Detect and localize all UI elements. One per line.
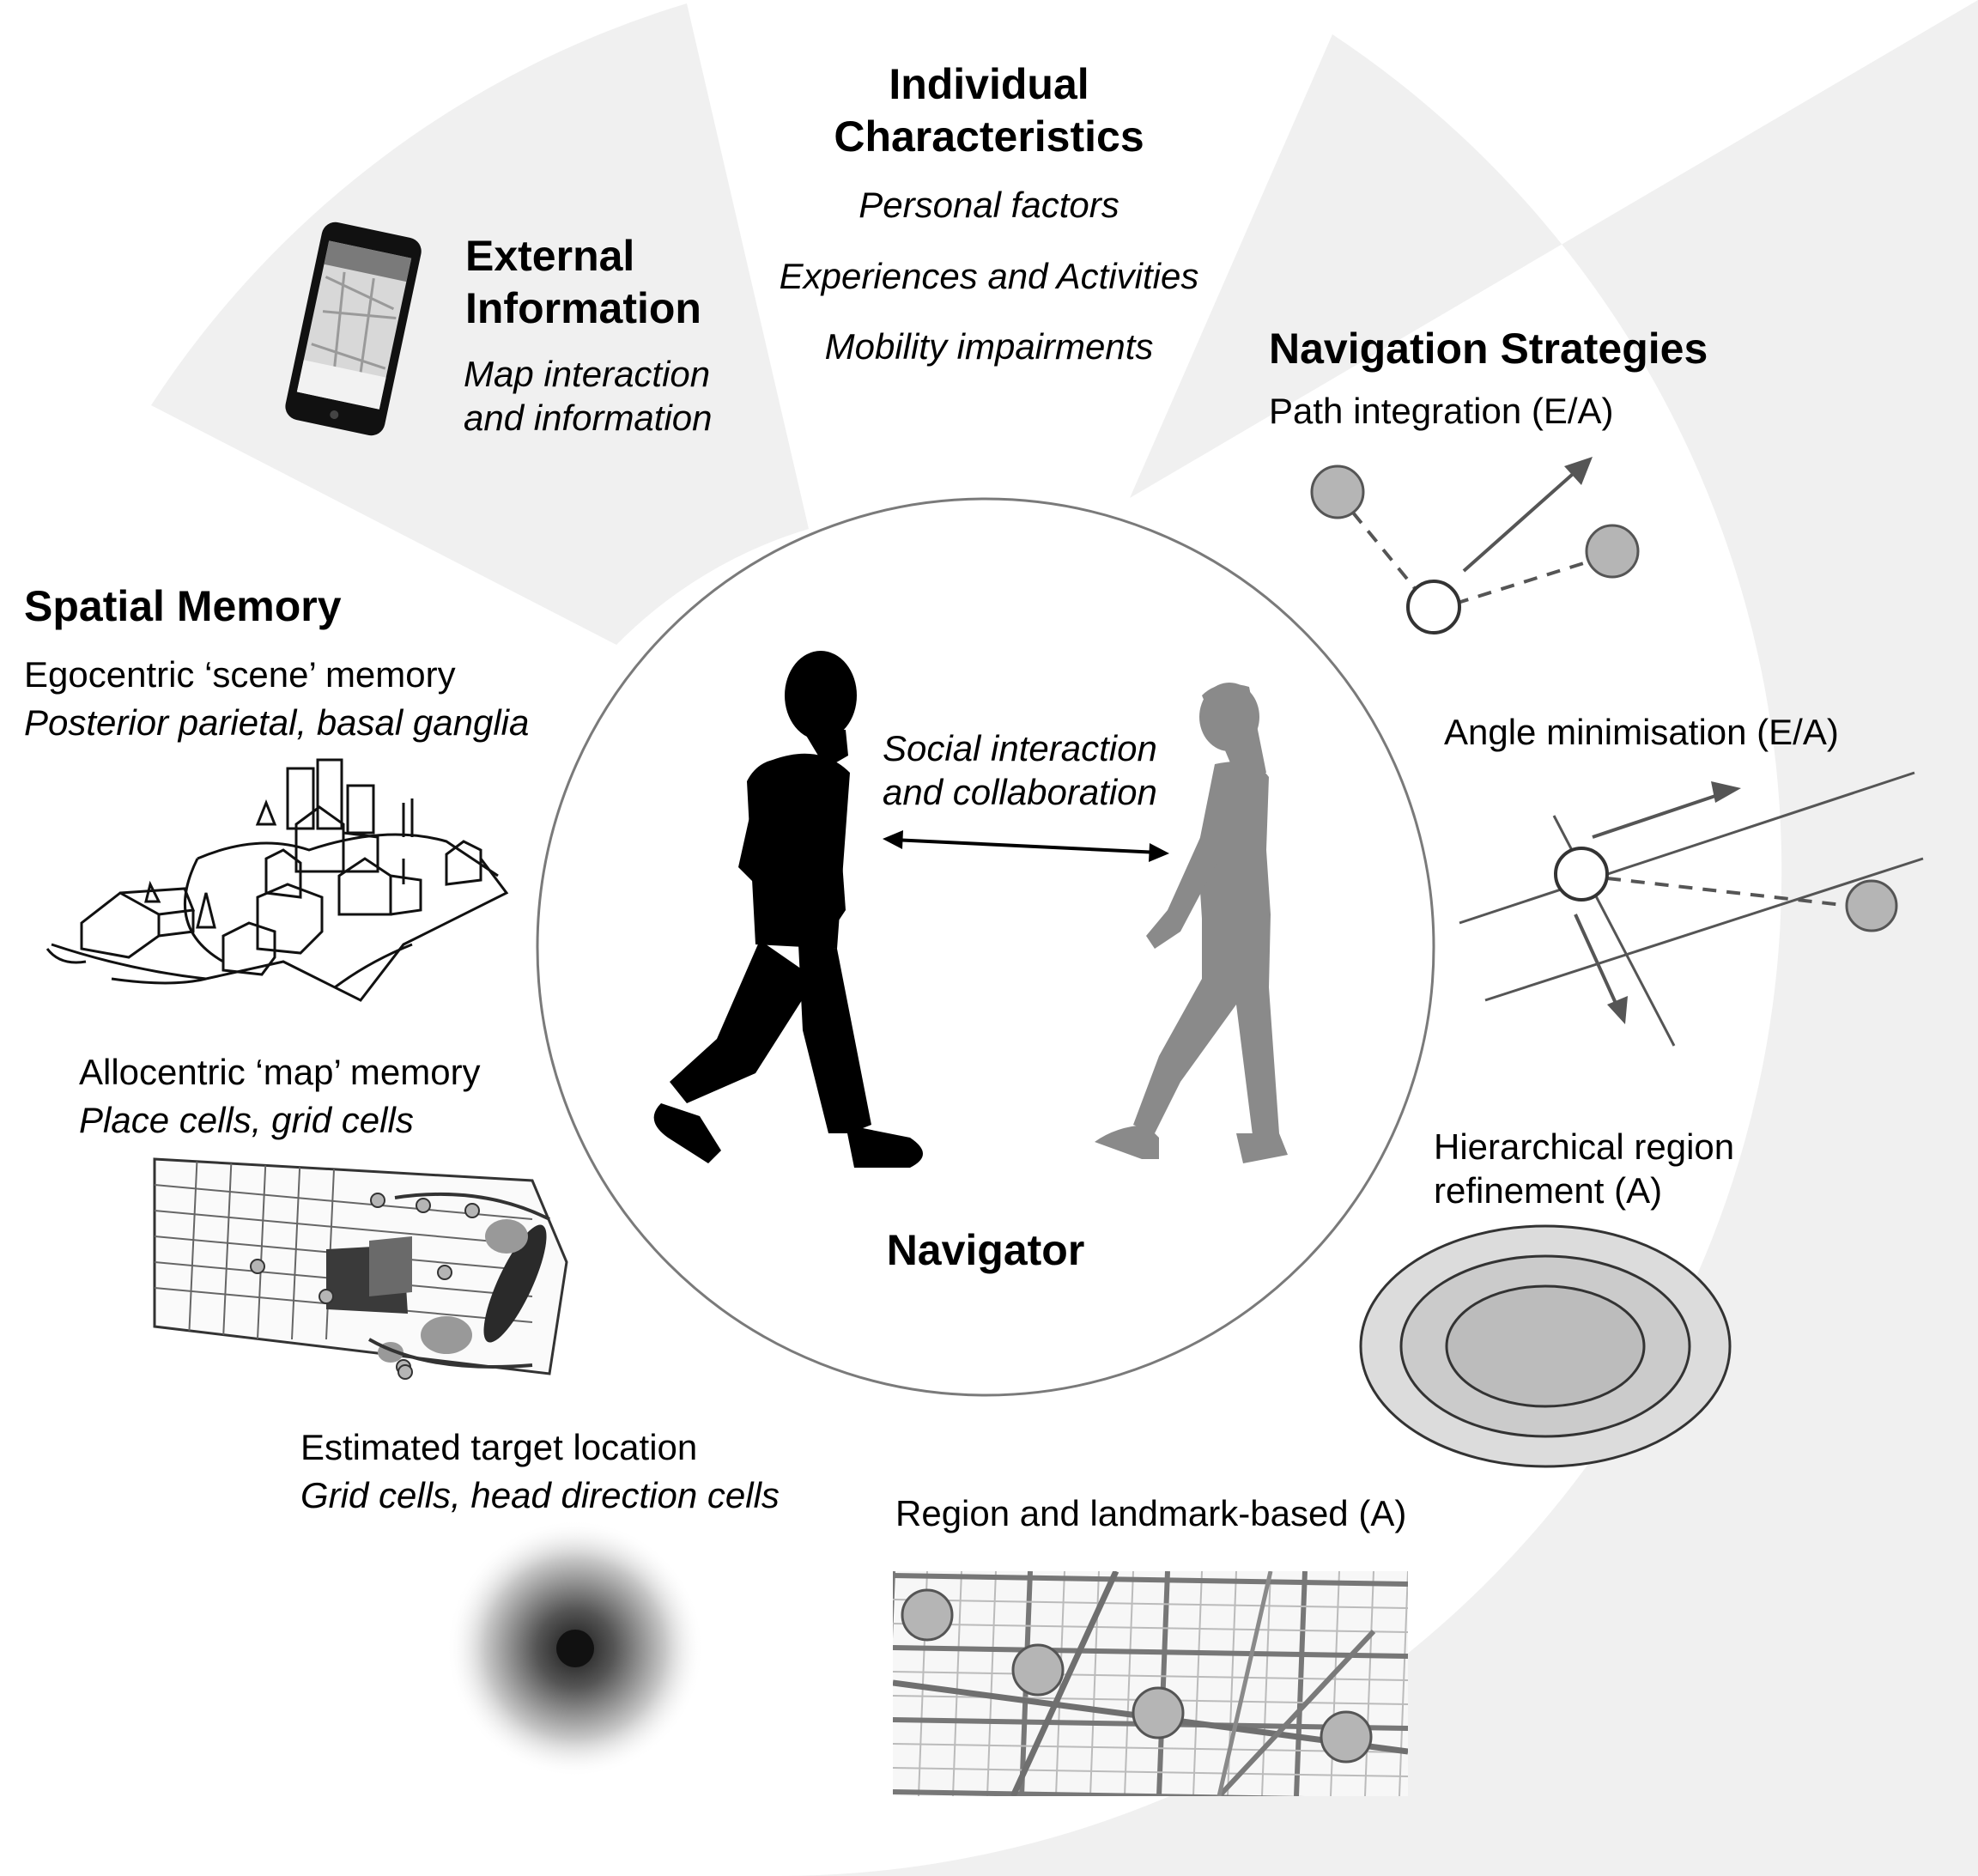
phone-icon bbox=[285, 222, 422, 436]
street-line bbox=[893, 1571, 895, 1639]
street-line bbox=[893, 1623, 1408, 1633]
village-sketch bbox=[46, 758, 509, 1002]
target-location-subtitle: Grid cells, head direction cells bbox=[300, 1475, 780, 1515]
woman-silhouette bbox=[1095, 683, 1288, 1163]
angle-minimisation-diagram bbox=[1459, 771, 1924, 1047]
external-sub-line2: and information bbox=[464, 398, 713, 439]
individual-item-personal: Personal factors bbox=[859, 185, 1119, 225]
angle-minimisation-label: Angle minimisation (E/A) bbox=[1444, 712, 1839, 752]
street-line bbox=[1055, 1571, 1065, 1796]
allocentric-label: Allocentric ‘map’ memory bbox=[79, 1052, 481, 1092]
street-line bbox=[1217, 1629, 1376, 1796]
street-line bbox=[893, 1645, 1408, 1659]
street-line bbox=[893, 1671, 1408, 1681]
external-information-sector bbox=[151, 3, 809, 645]
individual-title-line1: Individual bbox=[889, 60, 1089, 108]
landmark-node bbox=[901, 1588, 954, 1642]
landmark-node bbox=[1011, 1643, 1065, 1697]
street-line bbox=[1124, 1571, 1134, 1796]
hierarchical-region-ellipses bbox=[1359, 1224, 1732, 1468]
individual-item-experiences: Experiences and Activities bbox=[779, 256, 1199, 296]
path-integration-diagram bbox=[1310, 457, 1640, 634]
street-line bbox=[1217, 1571, 1273, 1796]
external-title-line2: Information bbox=[465, 284, 701, 332]
external-sub-line1: Map interaction bbox=[464, 354, 711, 394]
street-line bbox=[893, 1599, 1408, 1609]
allocentric-map-sketch bbox=[153, 1157, 568, 1380]
street-line bbox=[1294, 1571, 1308, 1796]
street-line bbox=[1156, 1571, 1170, 1796]
navigation-strategies-title: Navigation Strategies bbox=[1269, 325, 1708, 373]
street-line bbox=[952, 1571, 962, 1796]
street-line bbox=[893, 1789, 1306, 1796]
landmark-node bbox=[1320, 1710, 1373, 1764]
street-line bbox=[893, 1767, 1408, 1777]
allocentric-subtitle: Place cells, grid cells bbox=[79, 1100, 414, 1140]
navigator-label: Navigator bbox=[886, 1226, 1085, 1274]
external-information-title: External Information bbox=[465, 230, 701, 335]
hierarchical-line1: Hierarchical region bbox=[1434, 1126, 1735, 1167]
social-interaction-label: Social interaction and collaboration bbox=[883, 726, 1157, 814]
individual-characteristics-title: Individual Characteristics bbox=[731, 58, 1247, 163]
street-line bbox=[986, 1571, 997, 1796]
street-line bbox=[1010, 1571, 1119, 1796]
street-line bbox=[1192, 1571, 1203, 1796]
egocentric-label: Egocentric ‘scene’ memory bbox=[24, 654, 456, 695]
man-silhouette bbox=[653, 651, 923, 1168]
landmark-node bbox=[1132, 1686, 1185, 1739]
street-line bbox=[893, 1573, 1408, 1587]
egocentric-subtitle: Posterior parietal, basal ganglia bbox=[24, 702, 530, 743]
street-line bbox=[1364, 1571, 1374, 1796]
region-landmark-map bbox=[893, 1571, 1408, 1796]
street-line bbox=[893, 1743, 1408, 1753]
external-title-line1: External bbox=[465, 232, 635, 280]
hierarchical-region-label: Hierarchical region refinement (A) bbox=[1434, 1125, 1734, 1212]
social-line2: and collaboration bbox=[883, 772, 1157, 813]
target-location-label: Estimated target location bbox=[300, 1427, 698, 1467]
spatial-memory-title: Spatial Memory bbox=[24, 582, 342, 630]
interaction-arrow bbox=[883, 830, 1169, 862]
street-line bbox=[1261, 1571, 1271, 1796]
social-line1: Social interaction bbox=[883, 728, 1157, 768]
path-integration-label: Path integration (E/A) bbox=[1269, 391, 1614, 431]
individual-item-mobility: Mobility impairments bbox=[824, 326, 1154, 367]
estimated-target-blob bbox=[446, 1520, 704, 1777]
region-landmark-label: Region and landmark-based (A) bbox=[895, 1493, 1407, 1533]
external-information-subtitle: Map interaction and information bbox=[464, 352, 713, 440]
individual-title-line2: Characteristics bbox=[834, 112, 1144, 161]
hierarchical-line2: refinement (A) bbox=[1434, 1170, 1663, 1211]
